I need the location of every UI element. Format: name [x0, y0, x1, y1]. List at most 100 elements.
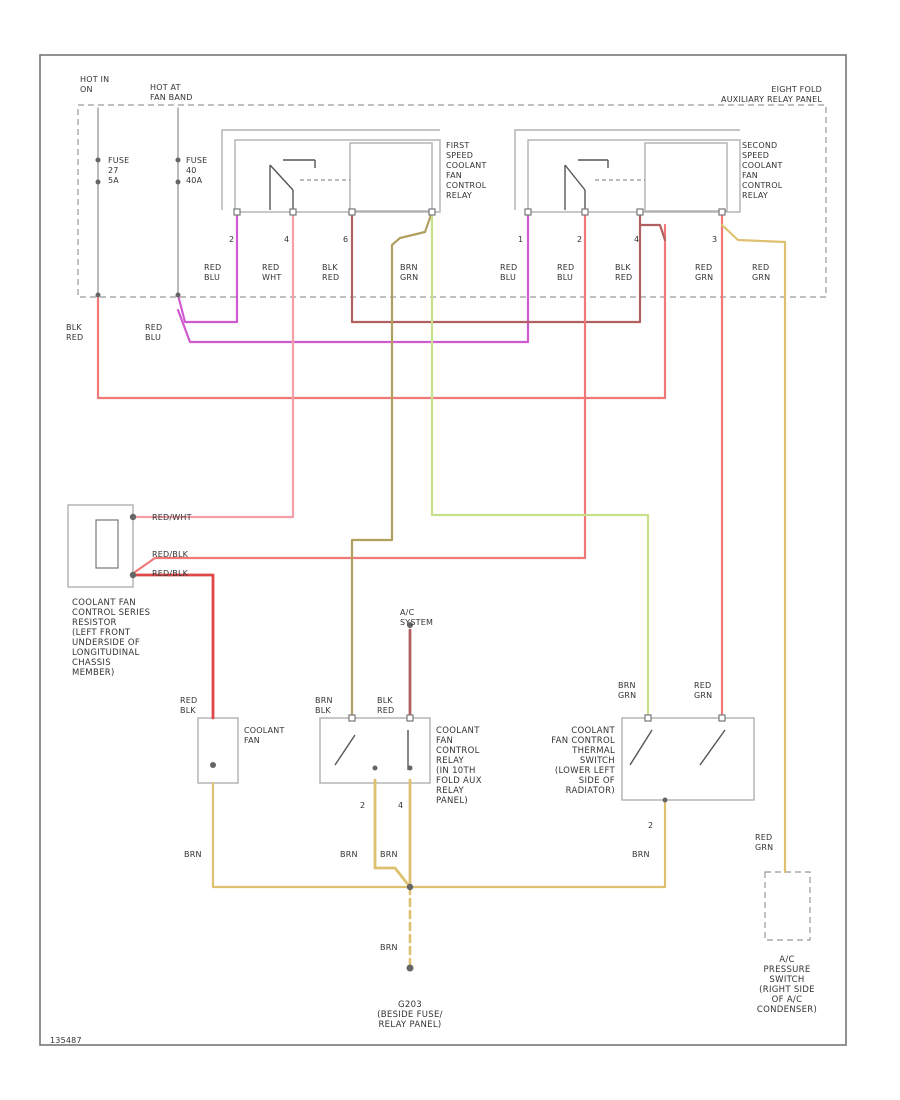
wire-brn-grn [430, 210, 650, 720]
wire-blk-red-bus [96, 223, 667, 400]
thermal-switch-box [621, 717, 755, 801]
label-wire-red-blk-1: RED/BLK [152, 550, 189, 559]
wire-red-blu-r1 [176, 210, 239, 324]
splice-ground [406, 883, 414, 891]
ac-relay-switch [334, 734, 356, 766]
diagram-frame [39, 54, 847, 1046]
wire-red-blk-fan [133, 573, 215, 720]
wire-red-grn-pressure [720, 223, 787, 874]
relay-2-coil-box [644, 142, 728, 212]
label-pin-r2: 1 [518, 235, 523, 244]
wire-blk-red-coils [350, 210, 642, 324]
relay-1-bracket [221, 129, 440, 210]
wire-red-blu-r2 [176, 210, 530, 344]
panel-pin [348, 208, 356, 216]
resistor-terminal [129, 571, 137, 579]
ac-system-terminal [407, 622, 413, 628]
wire-brn-relay-2 [373, 778, 412, 889]
switch-pin [718, 714, 726, 722]
switch-pin-bottom [662, 797, 668, 803]
label-pin-r1: 4 [284, 235, 289, 244]
thermal-switch-blade-2 [699, 729, 726, 766]
relay-pin [406, 714, 414, 722]
panel-pin [524, 208, 532, 216]
label-ground-g203: G203(BESIDE FUSE/RELAY PANEL) [377, 1000, 443, 1030]
label-brn-thermal: BRN [632, 850, 650, 859]
label-pin-r2: 4 [634, 235, 639, 244]
fan-terminal [210, 762, 216, 768]
label-brn-relay-4: BRN [380, 850, 398, 859]
fuse-terminal [95, 179, 101, 185]
relay-1-switch-blade [269, 164, 294, 191]
panel-pin [289, 208, 297, 216]
relay-2-switch-blade [564, 164, 586, 191]
resistor-box [67, 504, 134, 588]
thermal-switch-blade-1 [629, 729, 653, 766]
label-wire-red-wht: RED/WHT [152, 513, 192, 522]
relay-pin [348, 714, 356, 722]
splice [175, 292, 181, 298]
resistor-element [95, 519, 119, 569]
panel-pin [581, 208, 589, 216]
relay-pin-bottom [372, 765, 378, 771]
ground-point [406, 964, 414, 972]
label-pin-r2: 2 [577, 235, 582, 244]
fuse-terminal [175, 157, 181, 163]
wire-brn-blk [350, 210, 434, 720]
panel-pin [636, 208, 644, 216]
label-thermal-pin: 2 [648, 821, 653, 830]
coolant-fan-box [197, 717, 239, 784]
switch-pin [644, 714, 652, 722]
ac-relay-box [319, 717, 431, 784]
label-pin-r2: 3 [712, 235, 717, 244]
label-pin-r1: 6 [343, 235, 348, 244]
fuse-terminal [95, 157, 101, 163]
splice [95, 292, 101, 298]
label-ac-relay-pin-4: 4 [398, 801, 403, 810]
label-brn-relay-2: BRN [340, 850, 358, 859]
fuse-terminal [175, 179, 181, 185]
label-wire-red-blk-2: RED/BLK [152, 569, 189, 578]
relay-2-bracket [514, 129, 740, 210]
label-pin-r1: 2 [229, 235, 234, 244]
panel-pin [428, 208, 436, 216]
relay-1-coil-box [349, 142, 433, 212]
label-figure-code: 135487 [50, 1036, 82, 1045]
label-brn-ground: BRN [380, 943, 398, 952]
relay-2-box [527, 139, 741, 213]
relay-1-box [234, 139, 441, 213]
relay-panel-outline [77, 104, 827, 298]
relay-pin-bottom [407, 765, 413, 771]
wire-blk-red-link [638, 223, 667, 242]
resistor-terminal [129, 513, 137, 521]
